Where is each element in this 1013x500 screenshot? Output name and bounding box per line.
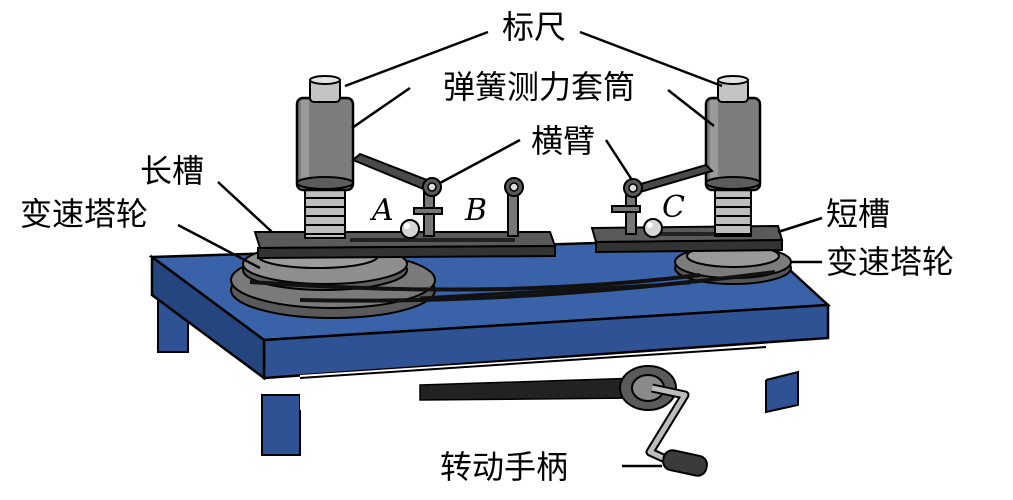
label-spring-sleeve: 弹簧测力套筒 <box>443 68 635 106</box>
long-slot-plate <box>253 231 557 260</box>
label-pulley-left: 变速塔轮 <box>20 195 148 233</box>
label-handle: 转动手柄 <box>440 448 568 486</box>
label-crossbar: 横臂 <box>531 122 595 160</box>
left-crossbar <box>351 152 524 239</box>
left-spring-sleeve <box>295 75 355 239</box>
label-point-b: B <box>464 193 487 228</box>
top-belt <box>249 270 776 303</box>
short-slot-plate <box>590 224 784 254</box>
label-point-a: A <box>369 193 394 228</box>
right-spring-sleeve <box>704 75 762 237</box>
label-pulley-right: 变速塔轮 <box>826 243 954 281</box>
label-ruler: 标尺 <box>502 8 566 46</box>
right-crossbar <box>611 163 714 238</box>
leader-lines <box>177 30 823 468</box>
label-short-slot: 短槽 <box>826 195 890 233</box>
crank-handle[interactable] <box>645 383 709 477</box>
label-long-slot: 长槽 <box>140 152 204 190</box>
label-point-c: C <box>662 190 685 225</box>
